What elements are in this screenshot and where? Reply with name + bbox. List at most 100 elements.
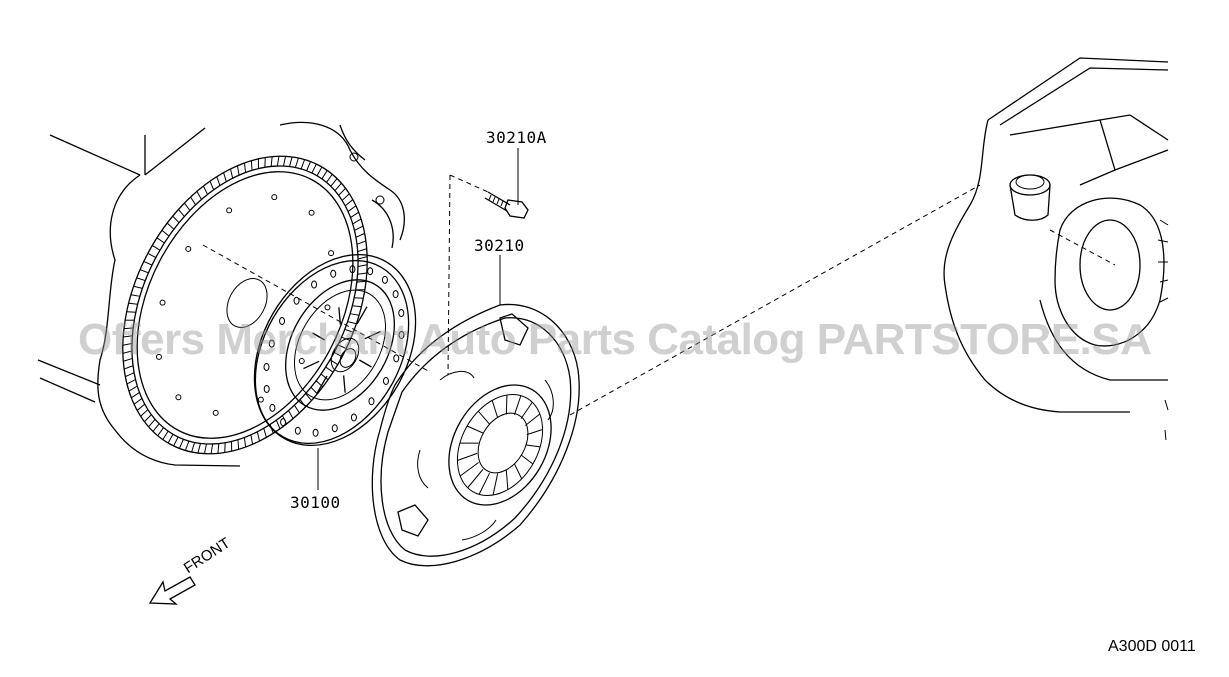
gear-tooth [354, 226, 363, 230]
gear-tooth [140, 270, 148, 273]
gear-tooth [311, 387, 317, 394]
gear-tooth [131, 295, 140, 297]
bolt-hole [258, 397, 263, 402]
gear-tooth [129, 303, 138, 304]
gear-tooth [288, 411, 293, 419]
gear-tooth [173, 216, 179, 223]
gear-tooth [127, 380, 136, 384]
bolt-hole [325, 305, 330, 310]
gear-tooth [149, 419, 156, 426]
bolt-hole [227, 208, 232, 213]
gear-tooth [353, 219, 361, 224]
rivet [383, 378, 388, 385]
gear-tooth [204, 444, 206, 454]
gear-tooth [163, 431, 168, 439]
gear-tooth [174, 437, 178, 446]
figure-code: A300D 0011 [1108, 638, 1196, 656]
gear-tooth [277, 156, 278, 166]
spring-finger [492, 400, 498, 417]
rivet [331, 270, 336, 277]
gear-tooth [276, 420, 280, 429]
rivet [295, 427, 300, 434]
gear-tooth [348, 322, 357, 324]
gear-tooth [342, 194, 349, 201]
disc-damper-springs [304, 307, 381, 394]
spring-finger [478, 411, 489, 424]
gear-tooth [264, 428, 267, 437]
spring-finger [460, 463, 478, 477]
flywheel-bolt-holes [156, 195, 333, 416]
gear-tooth [350, 314, 359, 316]
rivet [264, 385, 269, 392]
gear-tooth [339, 188, 346, 195]
gear-tooth [357, 241, 366, 244]
gear-tooth [168, 434, 173, 443]
bolt-hole [156, 354, 161, 359]
bolt [485, 192, 528, 218]
gear-tooth [224, 173, 227, 182]
gear-tooth [301, 160, 305, 169]
rivet [394, 355, 399, 362]
part-label-disc: 30100 [290, 493, 341, 512]
gear-tooth [345, 200, 353, 206]
gear-tooth [123, 336, 132, 337]
gear-tooth [125, 373, 134, 377]
bolt-hole [160, 300, 165, 305]
gear-tooth [141, 410, 148, 417]
gear-tooth [185, 441, 189, 450]
gear-tooth [317, 167, 322, 176]
rivet [313, 429, 318, 436]
gear-tooth [326, 174, 332, 182]
part-label-cover: 30210 [474, 236, 525, 255]
gear-tooth [238, 440, 239, 450]
rivet [351, 414, 356, 421]
gear-tooth [257, 432, 259, 441]
bolt-hole [186, 246, 191, 251]
rivet [264, 363, 269, 370]
bolt-hole [272, 195, 277, 200]
rivet [270, 404, 275, 411]
gear-tooth [217, 177, 220, 186]
gear-tooth [137, 278, 146, 281]
gear-tooth [244, 437, 245, 447]
spring-finger [506, 395, 507, 415]
gear-tooth [197, 191, 202, 199]
gear-tooth [307, 162, 311, 171]
damper-spring [365, 331, 381, 338]
rivet [332, 425, 337, 432]
gear-tooth [134, 286, 143, 288]
gear-tooth [211, 444, 212, 454]
damper-spring [313, 333, 325, 340]
gear-tooth [290, 157, 293, 167]
gear-tooth [338, 345, 346, 349]
gear-tooth [144, 415, 151, 422]
spring-finger [493, 474, 498, 496]
rivet [399, 332, 404, 339]
gear-tooth [356, 233, 365, 237]
gear-tooth [144, 261, 152, 265]
gear-tooth [162, 230, 169, 236]
gear-tooth [167, 223, 174, 229]
gear-tooth [123, 351, 132, 353]
transmission [944, 58, 1168, 440]
rivet [393, 291, 398, 298]
gear-tooth [134, 398, 142, 404]
gear-tooth [326, 367, 333, 372]
gear-tooth [331, 179, 337, 187]
bolt-hole [176, 395, 181, 400]
rivet [382, 276, 387, 283]
gear-tooth [322, 170, 327, 178]
gear-tooth [123, 343, 132, 345]
gear-tooth [358, 249, 367, 252]
spring-finger [527, 429, 543, 434]
gear-tooth [137, 404, 145, 410]
gear-tooth [231, 169, 233, 178]
part-label-bolt: 30210A [486, 128, 547, 147]
bolt-hole [329, 251, 334, 256]
rivet [368, 268, 373, 275]
gear-tooth [358, 257, 367, 259]
gear-tooth [129, 386, 137, 391]
gear-tooth [218, 444, 219, 454]
gear-tooth [191, 197, 196, 205]
rivet [369, 398, 374, 405]
